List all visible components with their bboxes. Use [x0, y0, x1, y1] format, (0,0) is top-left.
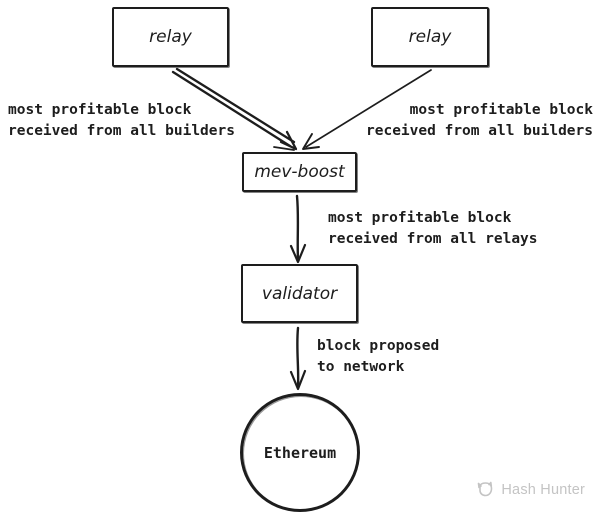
annotation-right-builders-line1: most profitable block — [409, 102, 593, 118]
node-relay-right: relay — [371, 7, 489, 67]
arrow-mevboost-to-validator — [289, 194, 307, 264]
annotation-mid-relays-line1: most profitable block — [328, 210, 512, 226]
node-mev-boost-label: mev-boost — [254, 162, 345, 182]
annotation-block-proposed-line2: to network — [317, 359, 405, 375]
annotation-right-builders-line2: received from all builders — [366, 123, 593, 139]
node-relay-right-label: relay — [408, 27, 452, 47]
arrow-validator-to-ethereum — [289, 326, 307, 391]
annotation-block-proposed-line1: block proposed — [317, 338, 440, 354]
annotation-mid-relays: most profitable block received from all … — [328, 208, 538, 250]
annotation-left-builders-line2: received from all builders — [8, 123, 235, 139]
annotation-block-proposed: block proposed to network — [317, 336, 439, 378]
node-validator-label: validator — [261, 283, 338, 304]
node-ethereum: Ethereum — [240, 393, 360, 512]
watermark: Hash Hunter — [476, 481, 585, 498]
node-relay-left: relay — [112, 7, 229, 67]
annotation-right-builders: most profitable block received from all … — [366, 100, 593, 142]
hash-hunter-logo-icon — [478, 481, 493, 497]
watermark-label: Hash Hunter — [501, 481, 585, 498]
annotation-left-builders: most profitable block received from all … — [8, 100, 235, 142]
node-ethereum-label: Ethereum — [263, 443, 337, 462]
node-relay-left-label: relay — [149, 27, 192, 47]
annotation-mid-relays-line2: received from all relays — [328, 231, 538, 247]
node-validator: validator — [241, 264, 358, 323]
annotation-left-builders-line1: most profitable block — [8, 102, 192, 118]
node-mev-boost: mev-boost — [242, 152, 357, 192]
